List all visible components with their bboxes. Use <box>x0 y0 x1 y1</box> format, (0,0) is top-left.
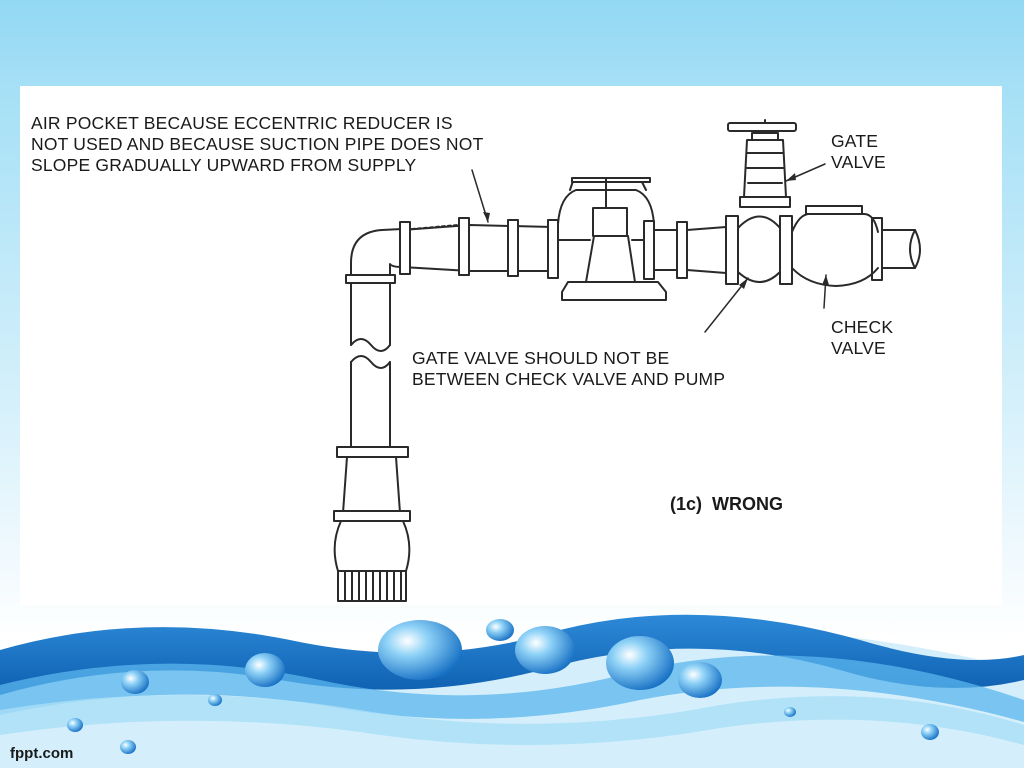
figure-number: (1c) <box>670 494 703 514</box>
gate-valve-label: GATE VALVE <box>831 131 886 173</box>
suction-pipe-horizontal <box>399 217 559 279</box>
air-pocket-label-line-3: SLOPE GRADUALLY UPWARD FROM SUPPLY <box>31 155 417 175</box>
discharge-pipe <box>643 217 921 281</box>
gate-valve-position-line-2: BETWEEN CHECK VALVE AND PUMP <box>412 369 726 389</box>
air-pocket-label-line-1: AIR POCKET BECAUSE ECCENTRIC REDUCER IS <box>31 113 453 133</box>
check-valve-label-line-2: VALVE <box>831 338 886 358</box>
air-pocket-label: AIR POCKET BECAUSE ECCENTRIC REDUCER IS … <box>31 113 483 176</box>
elbow-fitting <box>350 228 403 276</box>
figure-verdict: WRONG <box>712 494 784 514</box>
check-valve <box>791 205 879 287</box>
suction-pipe-vertical <box>345 274 396 448</box>
gate-valve <box>725 119 797 285</box>
fppt-brand-text: fppt.com <box>10 745 74 762</box>
foot-valve-strainer <box>333 446 411 602</box>
gate-valve-position-label: GATE VALVE SHOULD NOT BE BETWEEN CHECK V… <box>412 348 725 390</box>
gate-valve-label-line-1: GATE <box>831 131 879 151</box>
diagram-panel <box>20 86 1002 606</box>
leader-arrowheads <box>483 173 829 289</box>
check-valve-label-line-1: CHECK <box>831 317 894 337</box>
gate-valve-position-line-1: GATE VALVE SHOULD NOT BE <box>412 348 670 368</box>
air-pocket-label-line-2: NOT USED AND BECAUSE SUCTION PIPE DOES N… <box>31 134 484 154</box>
figure-caption: (1c) WRONG <box>670 494 793 515</box>
water-wave-decoration <box>0 614 1024 768</box>
check-valve-label: CHECK VALVE <box>831 317 893 359</box>
gate-valve-label-line-2: VALVE <box>831 152 886 172</box>
